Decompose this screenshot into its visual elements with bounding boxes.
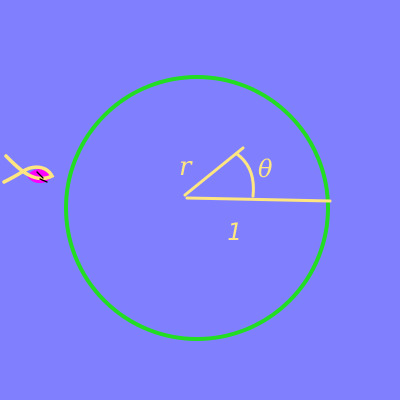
radius-line bbox=[183, 146, 245, 197]
radius-label: r bbox=[179, 152, 193, 182]
fish-tail-outline bbox=[2, 154, 55, 184]
base-line bbox=[185, 196, 332, 203]
angle-label: θ bbox=[258, 155, 273, 183]
fish-eye bbox=[36, 171, 48, 183]
unit-circle bbox=[64, 75, 330, 341]
base-length-label: 1 bbox=[227, 218, 241, 246]
fish-icon bbox=[2, 154, 55, 184]
angle-arc bbox=[235, 152, 255, 198]
